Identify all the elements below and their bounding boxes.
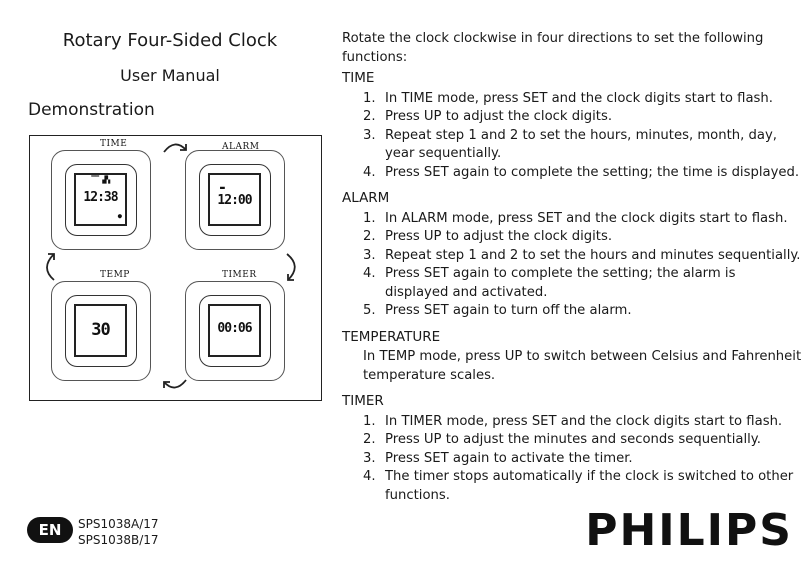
label-temp: TEMP [100, 270, 130, 280]
model-number-b: SPS1038B/17 [78, 533, 159, 547]
time-screen: ▔▔ ▟▚ 12:38 ● [74, 173, 127, 226]
rotate-arrow-icon-top [163, 143, 187, 153]
list-item: 4.The timer stops automatically if the c… [363, 469, 794, 503]
alarm-steps: 1.In ALARM mode, press SET and the clock… [342, 210, 802, 321]
list-item: 3.Press SET again to activate the timer. [363, 450, 633, 466]
clock-diagram: TIME ALARM TEMP TIMER ▔▔ ▟▚ 12:38 ● ▬ 12… [29, 135, 322, 401]
manual-subtitle: User Manual [120, 66, 220, 85]
list-item: 3.Repeat step 1 and 2 to set the hours, … [363, 127, 777, 162]
list-item: 2.Press UP to adjust the minutes and sec… [363, 432, 761, 447]
label-timer: TIMER [222, 270, 257, 280]
alarm-digits: 12:00 [217, 193, 252, 208]
temp-screen: 30 [74, 304, 127, 357]
list-item: 3.Repeat step 1 and 2 to set the hours a… [363, 247, 801, 263]
heading-timer: TIMER [342, 393, 384, 409]
temp-clock: 30 [51, 281, 151, 381]
list-item: 1.In ALARM mode, press SET and the clock… [363, 210, 788, 226]
alarm-screen: ▬ 12:00 [208, 173, 261, 226]
time-steps: 1.In TIME mode, press SET and the clock … [342, 90, 802, 183]
intro-text: Rotate the clock clockwise in four direc… [342, 31, 764, 65]
model-numbers: SPS1038A/17 SPS1038B/17 [78, 516, 159, 548]
heading-alarm: ALARM [342, 190, 390, 206]
time-digits: 12:38 [83, 190, 118, 205]
heading-temperature: TEMPERATURE [342, 328, 441, 345]
label-alarm: ALARM [222, 142, 260, 152]
instructions: Rotate the clock clockwise in four direc… [342, 30, 802, 505]
rotation-arrows [46, 143, 296, 389]
language-badge: EN [27, 517, 73, 543]
label-time: TIME [100, 139, 128, 149]
time-clock: ▔▔ ▟▚ 12:38 ● [51, 150, 151, 250]
section-title: Demonstration [28, 100, 155, 120]
timer-screen: 00:06 [208, 304, 261, 357]
timer-digits: 00:06 [217, 321, 252, 336]
list-item: 2.Press UP to adjust the clock digits. [363, 229, 613, 244]
timer-steps: 1.In TIMER mode, press SET and the clock… [342, 413, 802, 506]
list-item: 1.In TIME mode, press SET and the clock … [363, 90, 773, 106]
rotate-arrow-icon-bottom [163, 379, 187, 389]
model-number-a: SPS1038A/17 [78, 517, 159, 531]
rotate-arrow-icon-right [286, 253, 296, 281]
list-item: 1.In TIMER mode, press SET and the clock… [363, 413, 783, 429]
philips-logo: PHILIPS [585, 505, 793, 556]
list-item: 2.Press UP to adjust the clock digits. [363, 109, 613, 124]
manual-title: Rotary Four-Sided Clock [62, 30, 278, 51]
temperature-text: In TEMP mode, press UP to switch between… [363, 349, 802, 383]
rotate-arrow-icon-left [46, 253, 55, 281]
timer-clock: 00:06 [185, 281, 285, 381]
list-item: 4.Press SET again to complete the settin… [363, 266, 736, 300]
alarm-clock: ▬ 12:00 [185, 150, 285, 250]
temp-digits: 30 [91, 320, 110, 340]
list-item: 4.Press SET again to complete the settin… [363, 164, 800, 180]
list-item: 5.Press SET again to turn off the alarm. [363, 303, 632, 318]
heading-time: TIME [342, 70, 375, 86]
